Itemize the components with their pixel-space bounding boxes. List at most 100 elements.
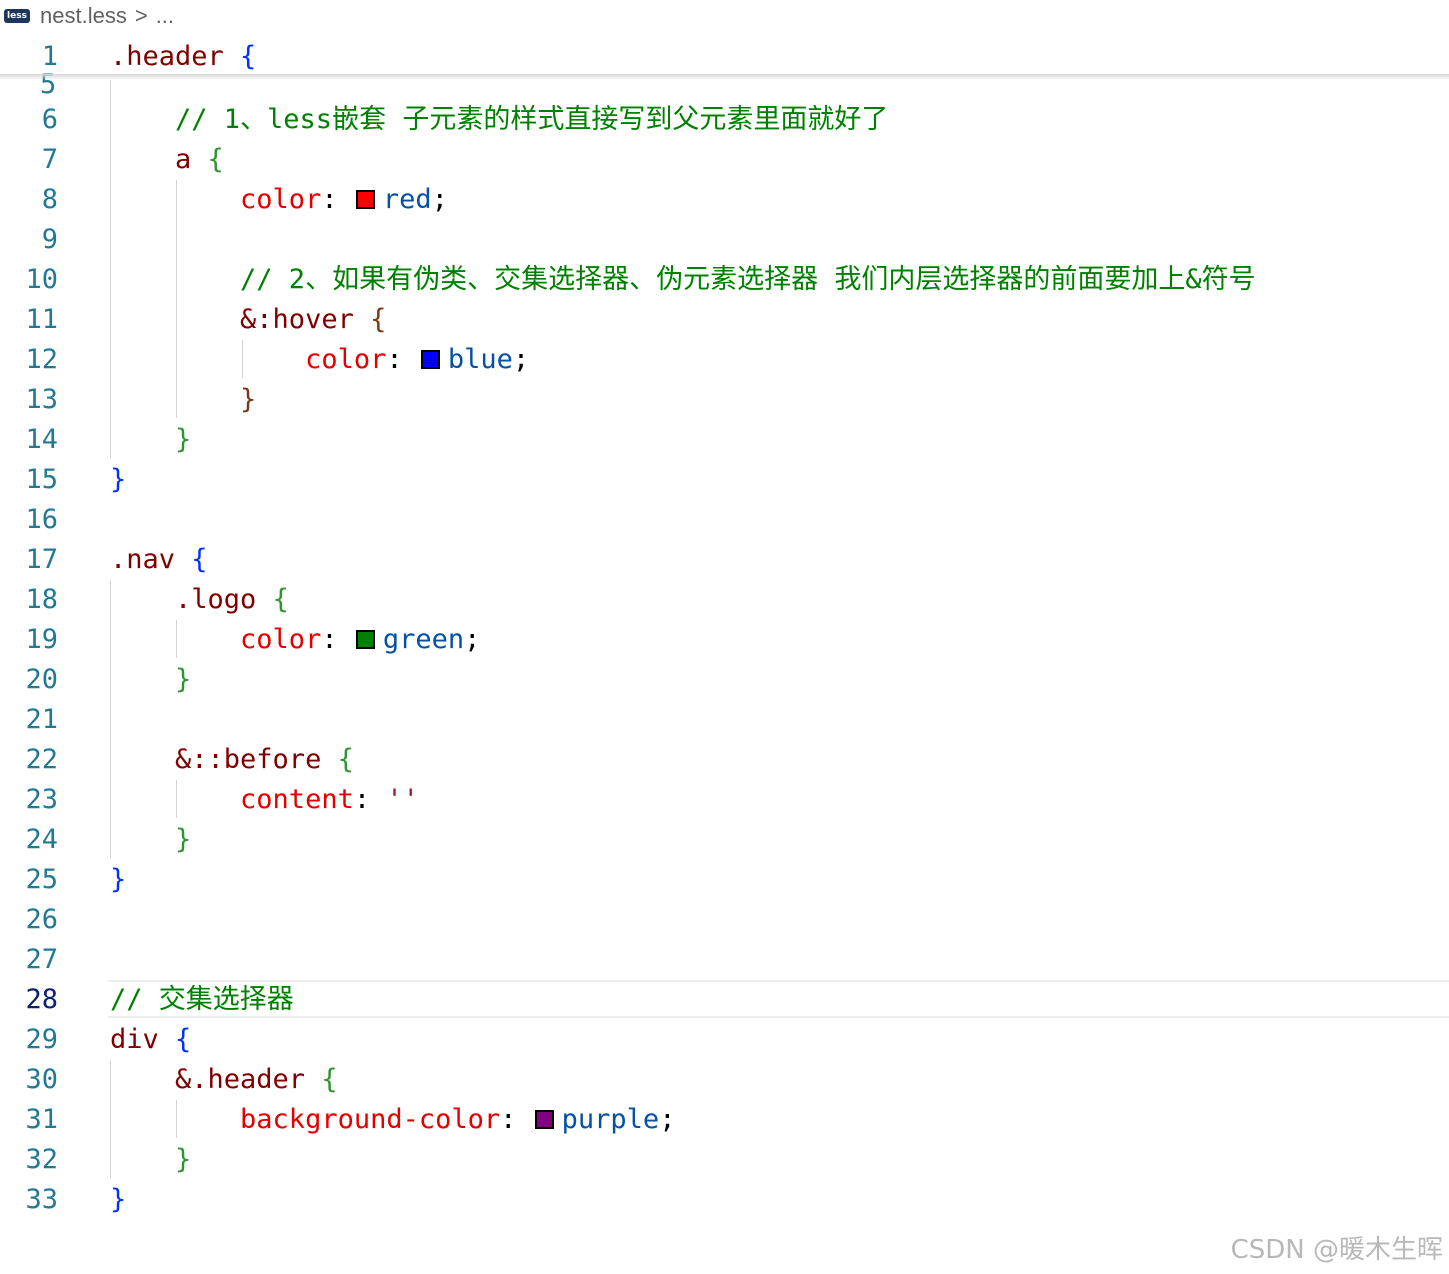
code-line[interactable]: 18 .logo {: [0, 580, 1449, 620]
line-number: 32: [25, 1144, 58, 1175]
code-line[interactable]: 30 &.header {: [0, 1060, 1449, 1100]
code-token: {: [175, 1024, 192, 1055]
code-text: }: [110, 420, 191, 460]
indent-guide: [110, 1060, 111, 1178]
code-token: div: [110, 1024, 176, 1055]
code-text: color: green;: [110, 620, 480, 660]
code-token: {: [321, 1064, 338, 1095]
code-token: ;: [512, 344, 530, 375]
line-number: 13: [25, 384, 58, 415]
code-line[interactable]: 32 }: [0, 1140, 1449, 1180]
code-text: .header {: [110, 37, 256, 77]
code-text: color: red;: [110, 180, 448, 220]
line-number: 7: [41, 144, 58, 175]
code-token: &.header: [110, 1064, 322, 1095]
indent-guide: [176, 780, 177, 818]
code-line[interactable]: 28 // 交集选择器: [0, 980, 1449, 1020]
line-number: 29: [25, 1024, 58, 1055]
line-number: 28: [25, 984, 58, 1015]
code-text: color: blue;: [110, 340, 529, 380]
code-token: .logo: [110, 584, 273, 615]
code-line[interactable]: 23 content: '': [0, 780, 1449, 820]
color-swatch-icon[interactable]: [534, 1110, 554, 1129]
line-number: 26: [25, 904, 58, 935]
code-token: .nav: [110, 544, 192, 575]
line-number: 21: [25, 704, 58, 735]
less-file-icon: less: [4, 9, 30, 23]
line-number: 24: [25, 824, 58, 855]
code-text: }: [110, 460, 126, 500]
code-token: :: [321, 184, 354, 215]
code-line[interactable]: 31 background-color: purple;: [0, 1100, 1449, 1140]
code-token: .header: [110, 41, 241, 72]
code-text: content: '': [110, 780, 419, 820]
code-line[interactable]: 25}: [0, 860, 1449, 900]
line-number: 20: [25, 664, 58, 695]
code-line[interactable]: 16: [0, 500, 1449, 540]
breadcrumb-more[interactable]: ...: [155, 3, 175, 28]
line-number: 8: [41, 184, 58, 215]
code-line[interactable]: 12 color: blue;: [0, 340, 1449, 380]
code-line[interactable]: 14 }: [0, 420, 1449, 460]
breadcrumb-file[interactable]: nest.less: [40, 3, 127, 28]
code-line[interactable]: 10 // 2、如果有伪类、交集选择器、伪元素选择器 我们内层选择器的前面要加上…: [0, 260, 1449, 300]
code-token: {: [207, 144, 224, 175]
code-token: purple: [561, 1104, 660, 1135]
code-token: color: [110, 184, 322, 215]
code-token: // 1、less嵌套 子元素的样式直接写到父元素里面就好了: [110, 104, 889, 135]
code-line[interactable]: 1 .header {: [0, 37, 1449, 77]
code-token: }: [110, 864, 127, 895]
code-token: :: [500, 1104, 533, 1135]
code-line[interactable]: 9: [0, 220, 1449, 260]
code-token: {: [191, 544, 208, 575]
code-token: ;: [431, 184, 448, 215]
code-token: ;: [659, 1104, 676, 1135]
color-swatch-icon[interactable]: [355, 190, 375, 209]
code-text: div {: [110, 1020, 191, 1060]
code-text: // 交集选择器: [110, 980, 294, 1020]
code-token: content: [110, 784, 354, 815]
line-number: 9: [41, 224, 58, 255]
code-text: &:hover {: [110, 300, 386, 340]
code-line[interactable]: 15}: [0, 460, 1449, 500]
code-line[interactable]: 19 color: green;: [0, 620, 1449, 660]
code-text: .logo {: [110, 580, 289, 620]
indent-guide: [242, 340, 243, 378]
line-number: 1: [41, 41, 58, 72]
code-line[interactable]: 7 a {: [0, 140, 1449, 180]
code-text: a {: [110, 140, 224, 180]
code-token: }: [110, 824, 192, 855]
code-token: }: [110, 384, 257, 415]
breadcrumb: less nest.less > ...: [0, 0, 1449, 32]
code-line[interactable]: 29 div {: [0, 1020, 1449, 1060]
code-line[interactable]: 8 color: red;: [0, 180, 1449, 220]
indent-guide: [176, 1100, 177, 1138]
code-line[interactable]: 27: [0, 940, 1449, 980]
indent-guide: [176, 620, 177, 658]
code-text: .nav {: [110, 540, 208, 580]
code-text: }: [110, 820, 191, 860]
code-token: }: [110, 464, 127, 495]
code-line[interactable]: 33}: [0, 1180, 1449, 1220]
code-token: ;: [464, 624, 481, 655]
code-text: }: [110, 660, 191, 700]
code-line[interactable]: 20 }: [0, 660, 1449, 700]
code-token: {: [370, 304, 387, 335]
code-text: }: [110, 860, 126, 900]
code-line[interactable]: 24 }: [0, 820, 1449, 860]
code-line[interactable]: 22 &::before {: [0, 740, 1449, 780]
code-line[interactable]: 17.nav {: [0, 540, 1449, 580]
code-text: }: [110, 1140, 191, 1180]
code-line[interactable]: 26: [0, 900, 1449, 940]
line-number: 16: [25, 504, 58, 535]
code-line[interactable]: 13 }: [0, 380, 1449, 420]
color-swatch-icon[interactable]: [420, 350, 440, 369]
code-line[interactable]: 11 &:hover {: [0, 300, 1449, 340]
color-swatch-icon[interactable]: [355, 630, 375, 649]
line-number: 19: [25, 624, 58, 655]
code-line[interactable]: 6 // 1、less嵌套 子元素的样式直接写到父元素里面就好了: [0, 100, 1449, 140]
code-token: {: [240, 41, 257, 72]
code-line[interactable]: 21: [0, 700, 1449, 740]
line-number: 10: [25, 264, 58, 295]
current-line-highlight: [108, 980, 1449, 1018]
